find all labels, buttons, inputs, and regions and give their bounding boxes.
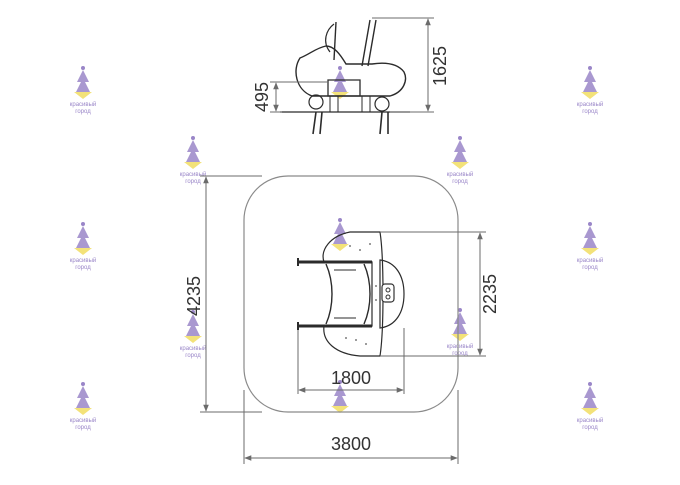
watermark-layer: красивый город красивый город красивый г… bbox=[70, 66, 604, 431]
watermark-logo bbox=[451, 136, 469, 169]
anchor bbox=[379, 111, 383, 135]
handle-post bbox=[367, 19, 377, 67]
watermark-text: красивый bbox=[447, 171, 474, 178]
watermark-text: красивый bbox=[70, 101, 97, 108]
plan-seat-frame bbox=[363, 263, 371, 325]
watermark-text: красивый bbox=[70, 257, 97, 264]
plan-view: 4235 2235 1800 3800 bbox=[184, 175, 500, 464]
rivet-dots bbox=[345, 243, 377, 345]
watermark-logo bbox=[74, 66, 92, 99]
handle-post bbox=[333, 21, 337, 61]
watermark-text: красивый bbox=[577, 101, 604, 108]
rocker-seat bbox=[327, 79, 361, 97]
watermark-logo bbox=[74, 382, 92, 415]
watermark-text: город bbox=[582, 425, 598, 431]
watermark-text: город bbox=[75, 109, 91, 115]
watermark-logo bbox=[74, 222, 92, 255]
watermark-text: город bbox=[582, 109, 598, 115]
watermark-text: город bbox=[452, 179, 468, 185]
spring bbox=[361, 95, 371, 113]
dimension-label-height: 1625 bbox=[430, 46, 450, 86]
watermark-logo bbox=[581, 66, 599, 99]
watermark-text: красивый bbox=[577, 257, 604, 264]
dimension-label-plan-width: 3800 bbox=[331, 434, 371, 454]
watermark-text: город bbox=[75, 265, 91, 271]
watermark-logo bbox=[581, 382, 599, 415]
watermark-logo bbox=[184, 136, 202, 169]
wheel bbox=[374, 96, 390, 112]
watermark-logo bbox=[331, 66, 349, 99]
rocker-fin bbox=[325, 23, 335, 53]
watermark-text: красивый bbox=[180, 171, 207, 178]
watermark-text: город bbox=[452, 351, 468, 357]
watermark-text: красивый bbox=[577, 417, 604, 424]
dimension-label-plan-unit-width: 1800 bbox=[331, 368, 371, 388]
rocker-body bbox=[295, 45, 407, 97]
dimension-label-plan-unit-depth: 2235 bbox=[480, 274, 500, 314]
safety-zone bbox=[243, 175, 459, 413]
watermark-text: город bbox=[185, 179, 201, 185]
watermark-text: город bbox=[185, 353, 201, 359]
handle-post bbox=[361, 19, 371, 67]
spring bbox=[329, 95, 339, 113]
wheel bbox=[308, 94, 324, 110]
watermark-logo bbox=[451, 308, 469, 341]
watermark-text: красивый bbox=[70, 417, 97, 424]
plan-handle-icon bbox=[381, 283, 395, 303]
watermark-text: красивый bbox=[180, 345, 207, 352]
side-view: 1625 495 bbox=[252, 17, 450, 135]
watermark-text: город bbox=[75, 425, 91, 431]
anchor bbox=[312, 111, 317, 135]
anchor bbox=[319, 111, 323, 135]
plan-seat-frame bbox=[325, 263, 333, 325]
watermark-logo bbox=[581, 222, 599, 255]
dimension-label-seat: 495 bbox=[252, 82, 272, 112]
watermark-text: город bbox=[582, 265, 598, 271]
dimension-label-plan-depth: 4235 bbox=[184, 276, 204, 316]
watermark-text: красивый bbox=[447, 343, 474, 350]
plan-front-panel bbox=[379, 259, 405, 329]
